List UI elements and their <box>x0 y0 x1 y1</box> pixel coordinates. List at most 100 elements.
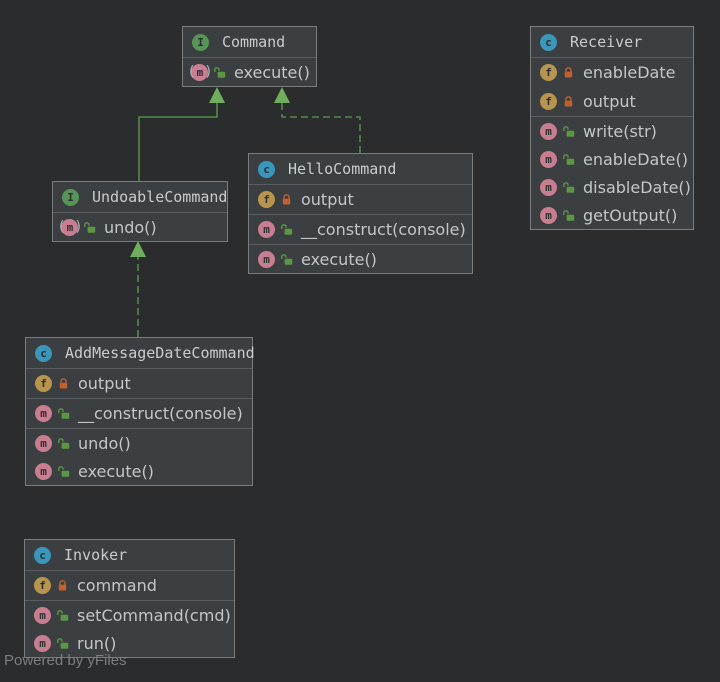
method-icon: m <box>34 606 51 624</box>
public-lock-icon <box>281 253 293 265</box>
member-label: setCommand(cmd) <box>77 605 231 625</box>
member-label: undo() <box>78 433 131 453</box>
member-label: getOutput() <box>583 205 678 225</box>
class-name: Receiver <box>570 33 643 51</box>
member-label: execute() <box>301 249 377 269</box>
member-row[interactable]: m undo() <box>26 429 252 457</box>
class-header[interactable]: c Receiver <box>531 27 693 57</box>
member-label: output <box>301 190 354 209</box>
field-icon: f <box>540 93 557 110</box>
class-node-command[interactable]: I Command (m) execute() <box>182 26 317 87</box>
method-icon: m <box>258 250 275 268</box>
method-icon: m <box>540 150 557 168</box>
methods-section: m write(str) m enableDate() m disableDat… <box>531 116 693 229</box>
member-label: undo() <box>103 217 157 237</box>
member-row[interactable]: m __construct(console) <box>249 215 472 244</box>
field-icon: f <box>35 375 52 392</box>
member-label: output <box>78 374 131 393</box>
public-lock-icon <box>57 609 69 621</box>
public-lock-icon <box>58 437 70 449</box>
member-row[interactable]: f output <box>249 185 472 214</box>
edge-undoablecommand-extends-command[interactable] <box>138 87 225 181</box>
member-row[interactable]: m write(str) <box>531 117 693 145</box>
class-node-invoker[interactable]: c Invoker f command m setCommand(cmd) m … <box>24 539 235 658</box>
member-label: output <box>583 92 636 111</box>
public-lock-icon <box>563 153 575 165</box>
member-row[interactable]: (m) undo() <box>53 213 227 241</box>
methods-section: m setCommand(cmd) m run() <box>25 600 234 657</box>
class-header[interactable]: I Command <box>183 27 316 57</box>
private-lock-icon <box>564 96 573 107</box>
public-lock-icon <box>563 181 575 193</box>
yfiles-watermark: Powered by yFiles <box>4 652 127 669</box>
class-name: Command <box>222 33 286 51</box>
method-icon: m <box>540 206 557 224</box>
class-header[interactable]: c HelloCommand <box>249 154 472 184</box>
methods-section: m execute() <box>249 244 472 273</box>
fields-section: f output <box>26 368 252 398</box>
member-label: __construct(console) <box>78 404 243 423</box>
methods-section: m undo() m execute() <box>26 428 252 485</box>
class-node-hellocommand[interactable]: c HelloCommand f output m __construct(co… <box>248 153 473 274</box>
class-header[interactable]: c Invoker <box>25 540 234 570</box>
edge-hellocommand-implements-command[interactable] <box>274 87 361 153</box>
fields-section: f enableDate f output <box>531 57 693 116</box>
member-row[interactable]: m __construct(console) <box>26 399 252 428</box>
class-icon: c <box>34 546 51 564</box>
public-lock-icon <box>214 66 226 78</box>
member-row[interactable]: m disableDate() <box>531 173 693 201</box>
member-label: enableDate() <box>583 149 688 169</box>
member-row[interactable]: m getOutput() <box>531 201 693 229</box>
constructors-section: m __construct(console) <box>249 214 472 244</box>
constructors-section: m __construct(console) <box>26 398 252 428</box>
public-lock-icon <box>84 221 96 233</box>
public-lock-icon <box>58 408 70 419</box>
method-icon: m <box>35 462 52 480</box>
member-row[interactable]: m setCommand(cmd) <box>25 601 234 629</box>
member-row[interactable]: f output <box>26 369 252 398</box>
abstract-method-icon: (m) <box>189 63 211 81</box>
public-lock-icon <box>57 637 69 649</box>
field-icon: f <box>34 577 51 594</box>
field-icon: f <box>540 64 557 81</box>
private-lock-icon <box>58 580 67 591</box>
class-icon: c <box>540 33 557 51</box>
interface-icon: I <box>62 188 79 206</box>
class-name: UndoableCommand <box>92 188 228 206</box>
class-header[interactable]: c AddMessageDateCommand <box>26 338 255 368</box>
class-icon: c <box>258 160 275 178</box>
public-lock-icon <box>563 125 575 137</box>
method-icon: m <box>34 634 51 652</box>
interface-icon: I <box>192 33 209 51</box>
class-header[interactable]: I UndoableCommand <box>53 182 227 212</box>
member-row[interactable]: f command <box>25 571 234 600</box>
member-row[interactable]: m enableDate() <box>531 145 693 173</box>
member-row[interactable]: m run() <box>25 629 234 657</box>
member-row[interactable]: m execute() <box>26 457 252 485</box>
private-lock-icon <box>564 67 573 78</box>
public-lock-icon <box>563 209 575 221</box>
private-lock-icon <box>59 378 68 389</box>
private-lock-icon <box>282 194 291 205</box>
member-label: disableDate() <box>583 177 691 197</box>
class-node-undoablecommand[interactable]: I UndoableCommand (m) undo() <box>52 181 228 242</box>
member-row[interactable]: f enableDate <box>531 58 693 87</box>
member-row[interactable]: (m) execute() <box>183 58 316 86</box>
member-label: execute() <box>78 461 154 481</box>
method-icon: m <box>35 434 52 452</box>
member-row[interactable]: f output <box>531 87 693 116</box>
edge-addmessagedatecommand-implements-undoablecommand[interactable] <box>130 241 146 337</box>
member-row[interactable]: m execute() <box>249 245 472 273</box>
method-icon: m <box>35 405 52 422</box>
public-lock-icon <box>281 224 293 235</box>
member-label: execute() <box>233 62 310 82</box>
member-label: command <box>77 576 157 595</box>
methods-section: (m) undo() <box>53 212 227 241</box>
class-node-addmessagedatecommand[interactable]: c AddMessageDateCommand f output m __con… <box>25 337 255 486</box>
fields-section: f output <box>249 184 472 214</box>
member-label: enableDate <box>583 63 676 82</box>
methods-section: (m) execute() <box>183 57 316 86</box>
class-node-receiver[interactable]: c Receiver f enableDate f output m write… <box>530 26 694 230</box>
